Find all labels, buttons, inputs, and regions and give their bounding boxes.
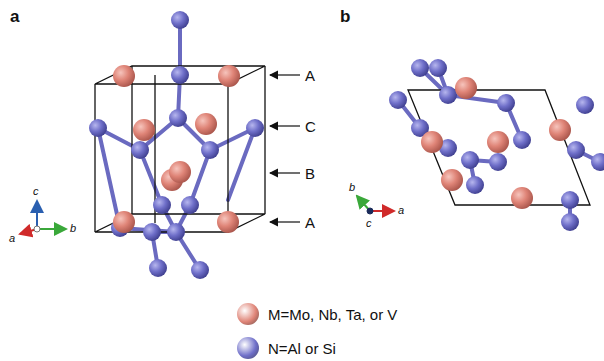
n-atom bbox=[149, 259, 167, 277]
legend-text: M=Mo, Nb, Ta, or V bbox=[268, 307, 397, 322]
n-atom bbox=[461, 151, 479, 169]
axis-label: b bbox=[349, 182, 355, 193]
m-atom bbox=[113, 65, 135, 87]
n-atom bbox=[181, 196, 199, 214]
n-atom bbox=[466, 176, 484, 194]
m-atom bbox=[441, 169, 463, 191]
n-atom bbox=[439, 86, 457, 104]
m-atom bbox=[195, 113, 217, 135]
n-atom bbox=[567, 141, 585, 159]
layer-label: A bbox=[305, 68, 315, 83]
n-atom bbox=[169, 109, 187, 127]
n-atom bbox=[561, 191, 579, 209]
axis-label: b bbox=[70, 223, 76, 234]
m-atom bbox=[133, 119, 155, 141]
n-atom bbox=[167, 223, 185, 241]
panel-letter: b bbox=[340, 8, 350, 25]
n-atom bbox=[201, 141, 219, 159]
legend-text: N=Al or Si bbox=[268, 341, 336, 356]
m-atom bbox=[511, 187, 533, 209]
n-atom bbox=[497, 94, 515, 112]
n-atom bbox=[389, 91, 407, 109]
n-atom bbox=[171, 66, 189, 84]
n-atom bbox=[143, 223, 161, 241]
m-atom bbox=[455, 77, 477, 99]
bond bbox=[98, 128, 120, 228]
axis-label: a bbox=[9, 233, 15, 244]
layer-label: A bbox=[305, 215, 315, 230]
axis-label: c bbox=[33, 186, 39, 197]
n-atom bbox=[591, 153, 604, 171]
m-atom bbox=[549, 119, 571, 141]
axis-label: c bbox=[366, 218, 372, 229]
layer-label: B bbox=[305, 166, 315, 181]
n-atom bbox=[246, 119, 264, 137]
m-atom bbox=[169, 161, 191, 183]
axis-label: a bbox=[398, 205, 404, 216]
n-atom bbox=[153, 196, 171, 214]
m-atom bbox=[113, 211, 135, 233]
n-atom bbox=[131, 141, 149, 159]
layer-label: C bbox=[305, 119, 316, 134]
panel-letter: a bbox=[10, 8, 19, 25]
n-atom bbox=[576, 96, 594, 114]
m-atom bbox=[421, 131, 443, 153]
n-atom bbox=[429, 59, 447, 77]
n-atom bbox=[513, 131, 531, 149]
n-atom bbox=[191, 261, 209, 279]
m-atom bbox=[218, 65, 240, 87]
n-atom bbox=[171, 11, 189, 29]
m-atom bbox=[487, 131, 509, 153]
n-atom bbox=[489, 153, 507, 171]
n-atom bbox=[89, 119, 107, 137]
m-atom bbox=[217, 211, 239, 233]
legend-swatch bbox=[237, 337, 259, 359]
n-atom bbox=[411, 59, 429, 77]
n-atom bbox=[561, 213, 579, 231]
legend-swatch bbox=[237, 303, 259, 325]
